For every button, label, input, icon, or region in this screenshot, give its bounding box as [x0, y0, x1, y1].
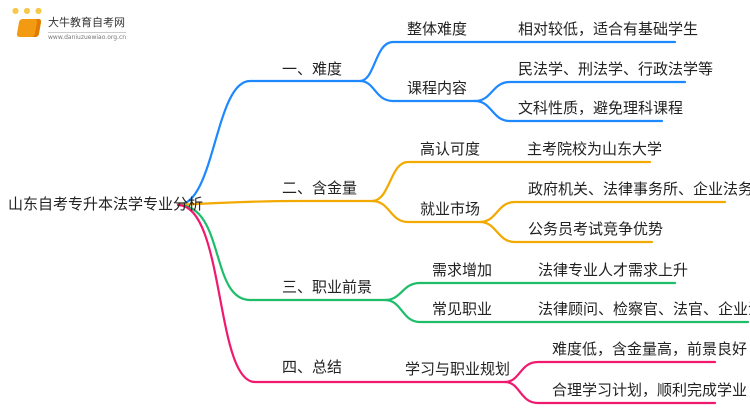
connector: [503, 360, 717, 384]
logo-url: www.daniuzuewiao.org.cn: [48, 32, 127, 41]
subtopic[interactable]: 高认可度: [420, 140, 481, 158]
subtopic[interactable]: 常见职业: [432, 300, 493, 318]
topic-value[interactable]: 二、含金量: [282, 179, 358, 197]
leaf[interactable]: 公务员考试竞争优势: [528, 220, 664, 238]
connector: [383, 281, 677, 302]
leaf[interactable]: 主考院校为山东大学: [527, 140, 663, 158]
topic-career[interactable]: 三、职业前景: [282, 278, 373, 296]
topic-summary[interactable]: 四、总结: [282, 358, 343, 376]
leaf[interactable]: 政府机关、法律事务所、企业法务: [528, 180, 750, 198]
connector: [473, 80, 687, 103]
leaf[interactable]: 合理学习计划，顺利完成学业: [552, 381, 748, 399]
connector: [473, 99, 664, 123]
topic-difficulty[interactable]: 一、难度: [282, 60, 343, 78]
subtopic[interactable]: 需求增加: [432, 261, 493, 279]
connector: [478, 220, 654, 244]
branch-2-lines: [176, 160, 727, 244]
connector: [176, 203, 387, 302]
connector: [370, 160, 652, 203]
subtopic[interactable]: 整体难度: [407, 20, 468, 38]
leaf[interactable]: 难度低，含金量高，前景良好: [552, 340, 748, 358]
connector: [176, 203, 507, 384]
branch-1-lines: [176, 40, 687, 207]
branch-3-lines: [176, 203, 750, 324]
connector: [478, 200, 727, 224]
logo-dots-icon: ● ● ●: [12, 6, 44, 15]
leaf[interactable]: 法律顾问、检察官、法官、企业法务: [538, 300, 750, 318]
connector: [358, 40, 677, 83]
leaf[interactable]: 文科性质，避免理科课程: [518, 99, 684, 117]
subtopic[interactable]: 就业市场: [420, 200, 481, 218]
leaf[interactable]: 民法学、刑法学、行政法学等: [518, 60, 714, 78]
leaf[interactable]: 相对较低，适合有基础学生: [518, 20, 699, 38]
root-topic[interactable]: 山东自考专升本法学专业分析: [8, 195, 204, 213]
connector: [370, 199, 482, 224]
logo: ● ● ● 大牛教育自考网 www.daniuzuewiao.org.cn: [12, 6, 127, 41]
connector: [383, 298, 750, 324]
subtopic[interactable]: 学习与职业规划: [405, 360, 511, 378]
connector: [176, 79, 362, 207]
branch-4-lines: [176, 203, 717, 405]
leaf[interactable]: 法律专业人才需求上升: [538, 261, 689, 279]
subtopic[interactable]: 课程内容: [407, 79, 468, 97]
connector: [358, 79, 477, 103]
connector: [176, 199, 374, 207]
connector: [503, 380, 717, 405]
logo-name: 大牛教育自考网: [48, 16, 125, 29]
